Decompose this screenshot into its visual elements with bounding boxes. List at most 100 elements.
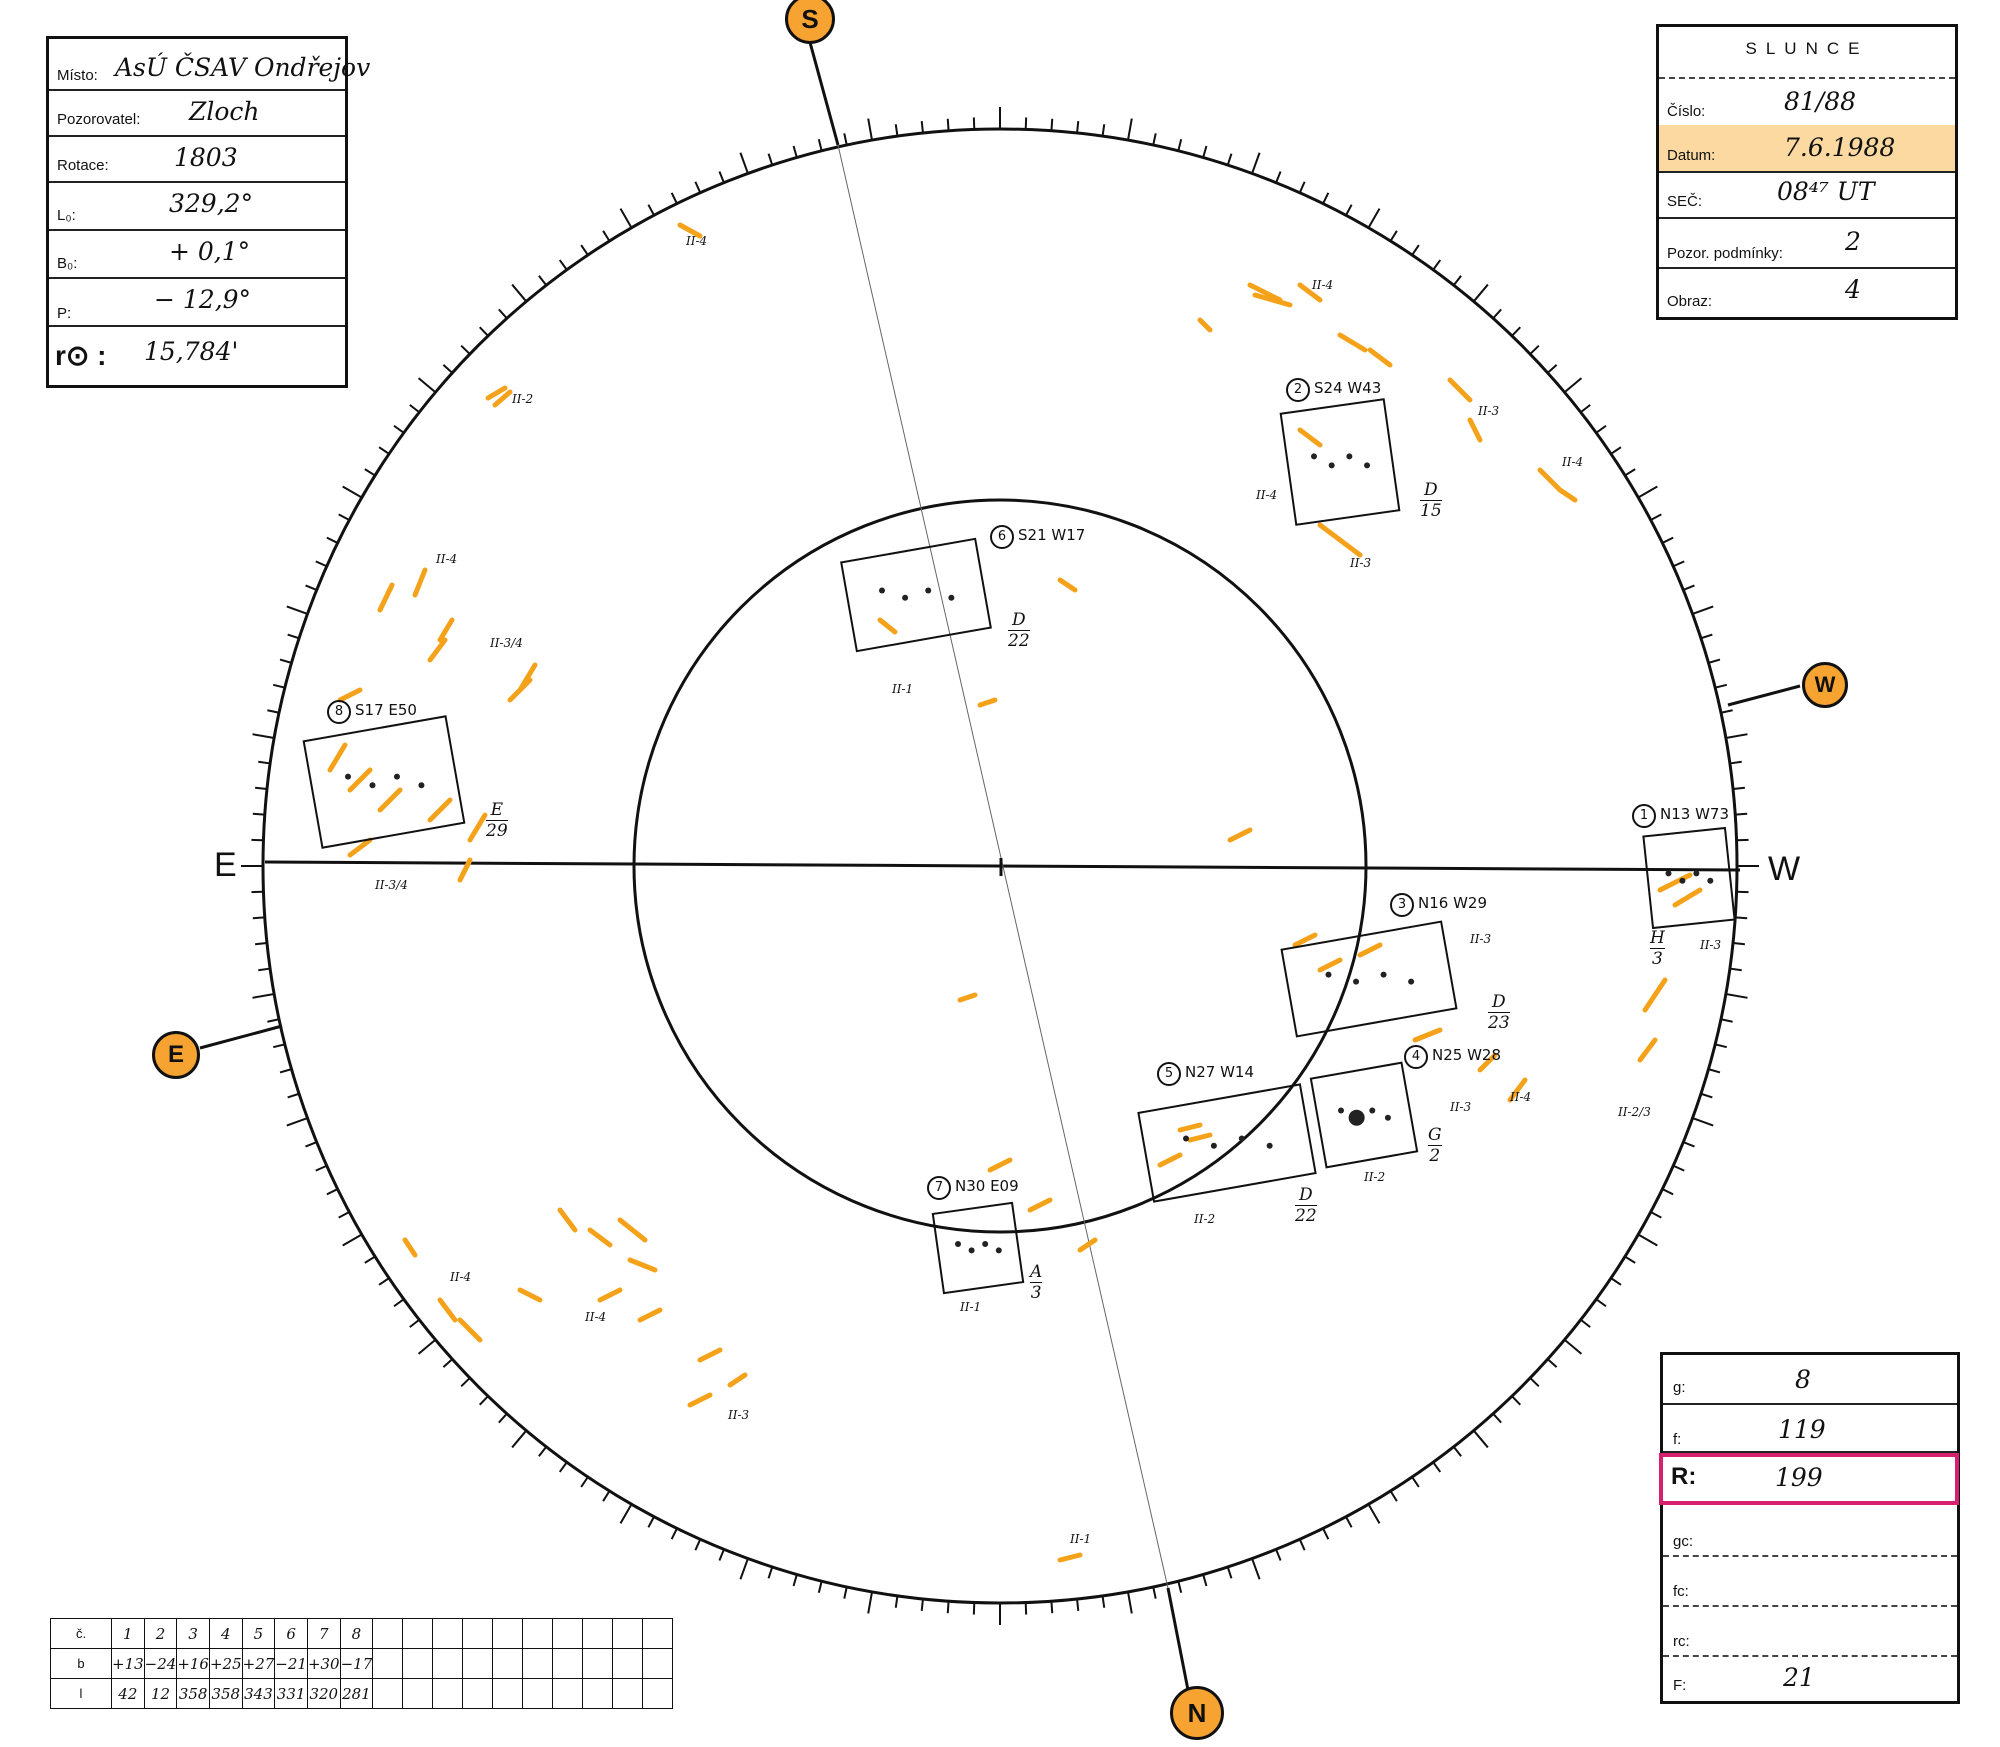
sunspot <box>1238 1135 1245 1142</box>
facula-streak <box>987 1157 1013 1173</box>
limb-tick <box>694 1538 702 1551</box>
table-cell: 331 <box>274 1678 308 1709</box>
limb-tick <box>1126 118 1133 141</box>
limb-tick <box>867 118 874 141</box>
region-coordinates: S21 W17 <box>1018 526 1086 544</box>
facula-streak <box>467 812 488 843</box>
pointer-line-w <box>1727 684 1801 707</box>
sunspot <box>1369 1107 1376 1114</box>
limb-tick <box>1708 1068 1721 1074</box>
facula-streak <box>347 837 373 858</box>
limb-tick <box>1298 181 1306 194</box>
sunspot <box>393 773 400 780</box>
facula-streak <box>427 637 448 663</box>
direction-badge-s: S <box>785 0 835 44</box>
region-box-7 <box>931 1201 1025 1295</box>
limb-tick <box>1492 1413 1502 1424</box>
slunce-title: SLUNCE <box>1745 39 1869 58</box>
limb-tick <box>670 192 678 205</box>
facula-streak <box>1297 282 1323 303</box>
limb-tick <box>1720 709 1733 714</box>
limb-tick <box>558 259 568 271</box>
mcintosh-class: E <box>486 800 508 821</box>
sunspot <box>1328 462 1335 469</box>
p-value: − 12,9° <box>154 285 252 314</box>
table-cell <box>582 1618 614 1649</box>
observation-info-box: Místo: AsÚ ČSAV Ondřejov Pozorovatel: Zl… <box>46 36 370 388</box>
rc-label: rc: <box>1673 1633 1690 1650</box>
facula-streak <box>1297 427 1323 448</box>
limb-tick <box>767 1566 774 1579</box>
limb-tick <box>1101 1595 1106 1608</box>
facula-class-label: II-4 <box>1312 278 1334 292</box>
limb-tick <box>1735 916 1748 920</box>
facula-class-label: II-4 <box>1510 1090 1532 1104</box>
counts-box: g: 8 f: 119 R: 199 gc: fc: rc: F: 21 <box>1659 1352 1960 1704</box>
F-label: F: <box>1673 1677 1687 1694</box>
limb-tick <box>1595 424 1607 434</box>
table-cell <box>552 1648 584 1679</box>
limb-tick <box>1692 1117 1714 1127</box>
limb-tick <box>286 1117 308 1127</box>
table-cell <box>522 1618 554 1649</box>
limb-tick <box>279 1068 292 1074</box>
table-cell <box>432 1618 464 1649</box>
facula-class-label: II-3/4 <box>490 636 523 650</box>
facula-streak <box>1317 522 1343 543</box>
spot-count: 22 <box>1295 1206 1317 1226</box>
limb-tick <box>315 560 328 568</box>
facula-streak <box>437 1297 458 1323</box>
sunspot <box>1665 870 1672 877</box>
sunspot <box>1266 1142 1273 1149</box>
limb-tick <box>1432 259 1442 271</box>
table-cell <box>432 1648 464 1679</box>
facula-streak <box>1412 1027 1443 1043</box>
limb-tick <box>417 1338 437 1355</box>
misto-label: Místo: <box>57 67 98 84</box>
limb-tick <box>267 1018 280 1023</box>
table-cell <box>402 1618 434 1649</box>
limb-tick <box>1547 1358 1558 1368</box>
limb-tick <box>393 424 405 434</box>
facula-streak <box>1357 942 1383 958</box>
limb-tick <box>326 536 339 544</box>
facula-class-label: II-2 <box>1194 1212 1216 1226</box>
limb-tick <box>946 118 950 131</box>
facula-class-label: II-4 <box>686 234 708 248</box>
table-cell <box>462 1678 494 1709</box>
table-cell <box>612 1618 644 1649</box>
table-cell: 3 <box>176 1618 210 1649</box>
limb-tick <box>1682 1141 1695 1148</box>
table-cell <box>642 1618 674 1649</box>
limb-tick <box>1650 513 1662 521</box>
limb-tick <box>1637 485 1658 499</box>
limb-tick <box>1735 812 1748 816</box>
table-cell: 7 <box>306 1618 341 1649</box>
facula-streak <box>687 1392 713 1408</box>
table-cell <box>492 1648 524 1679</box>
sunspot <box>1693 870 1700 877</box>
table-row-label: l <box>50 1678 112 1709</box>
table-cell: +16 <box>176 1648 210 1679</box>
pozorovatel-label: Pozorovatel: <box>57 111 141 128</box>
region-number: 3 <box>1390 893 1414 917</box>
F-value: 21 <box>1783 1663 1815 1692</box>
mcintosh-class: A <box>1030 1262 1043 1283</box>
limb-tick <box>1637 1233 1658 1247</box>
pointer-line-e <box>199 1024 283 1050</box>
table-cell <box>372 1618 404 1649</box>
misto-value: AsÚ ČSAV Ondřejov <box>115 53 371 82</box>
region-coordinates: N16 W29 <box>1418 894 1487 912</box>
limb-tick <box>1202 1574 1208 1587</box>
limb-tick <box>409 404 420 414</box>
sunspot <box>1346 453 1353 460</box>
mcintosh-class: D <box>1420 480 1442 501</box>
limb-tick <box>1729 760 1742 765</box>
facula-streak <box>727 1372 748 1388</box>
facula-streak <box>1057 577 1078 593</box>
